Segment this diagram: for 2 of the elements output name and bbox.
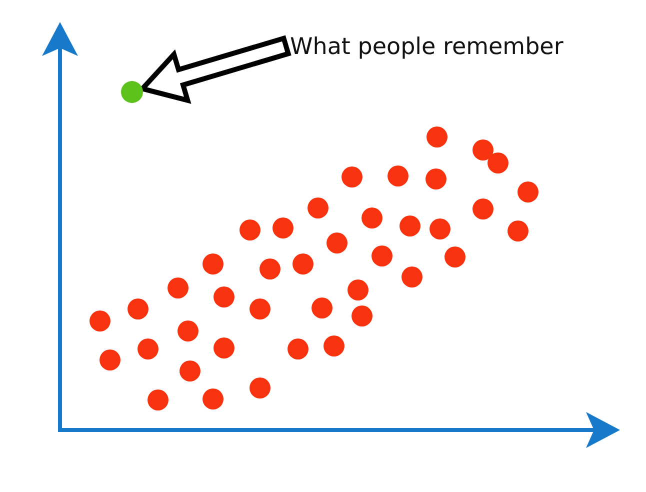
highlighted-point bbox=[121, 81, 143, 103]
annotation-text: What people remember bbox=[290, 34, 564, 60]
